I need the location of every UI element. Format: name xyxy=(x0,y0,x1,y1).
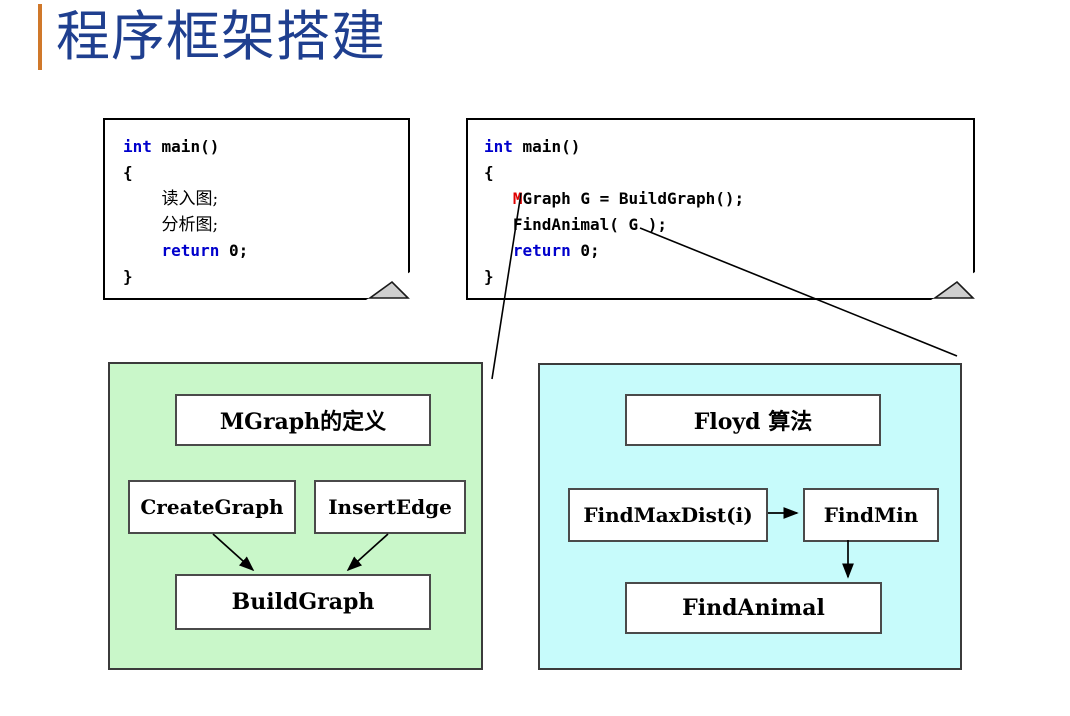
node-floyd[interactable]: Floyd 算法 xyxy=(625,394,881,446)
panel-graph-module: MGraph的定义 CreateGraph InsertEdge BuildGr… xyxy=(108,362,483,670)
code-block-implementation: int main() { MGraph G = BuildGraph(); Fi… xyxy=(484,137,745,286)
node-find-max-dist[interactable]: FindMaxDist(i) xyxy=(568,488,768,542)
page-fold-icon xyxy=(366,272,410,300)
page-title: 程序框架搭建 xyxy=(56,5,386,68)
node-find-min[interactable]: FindMin xyxy=(803,488,939,542)
node-create-graph[interactable]: CreateGraph xyxy=(128,480,296,534)
node-mgraph-def[interactable]: MGraph的定义 xyxy=(175,394,431,446)
title-accent-bar xyxy=(38,4,42,70)
node-build-graph[interactable]: BuildGraph xyxy=(175,574,431,630)
panel-algorithm-module: Floyd 算法 FindMaxDist(i) FindMin FindAnim… xyxy=(538,363,962,670)
code-block-pseudocode: int main() { 读入图; 分析图; return 0; } xyxy=(123,137,249,286)
page-fold-icon xyxy=(931,272,975,300)
code-box-pseudocode: int main() { 读入图; 分析图; return 0; } xyxy=(103,118,410,300)
node-find-animal[interactable]: FindAnimal xyxy=(625,582,882,634)
code-box-implementation: int main() { MGraph G = BuildGraph(); Fi… xyxy=(466,118,975,300)
node-insert-edge[interactable]: InsertEdge xyxy=(314,480,466,534)
